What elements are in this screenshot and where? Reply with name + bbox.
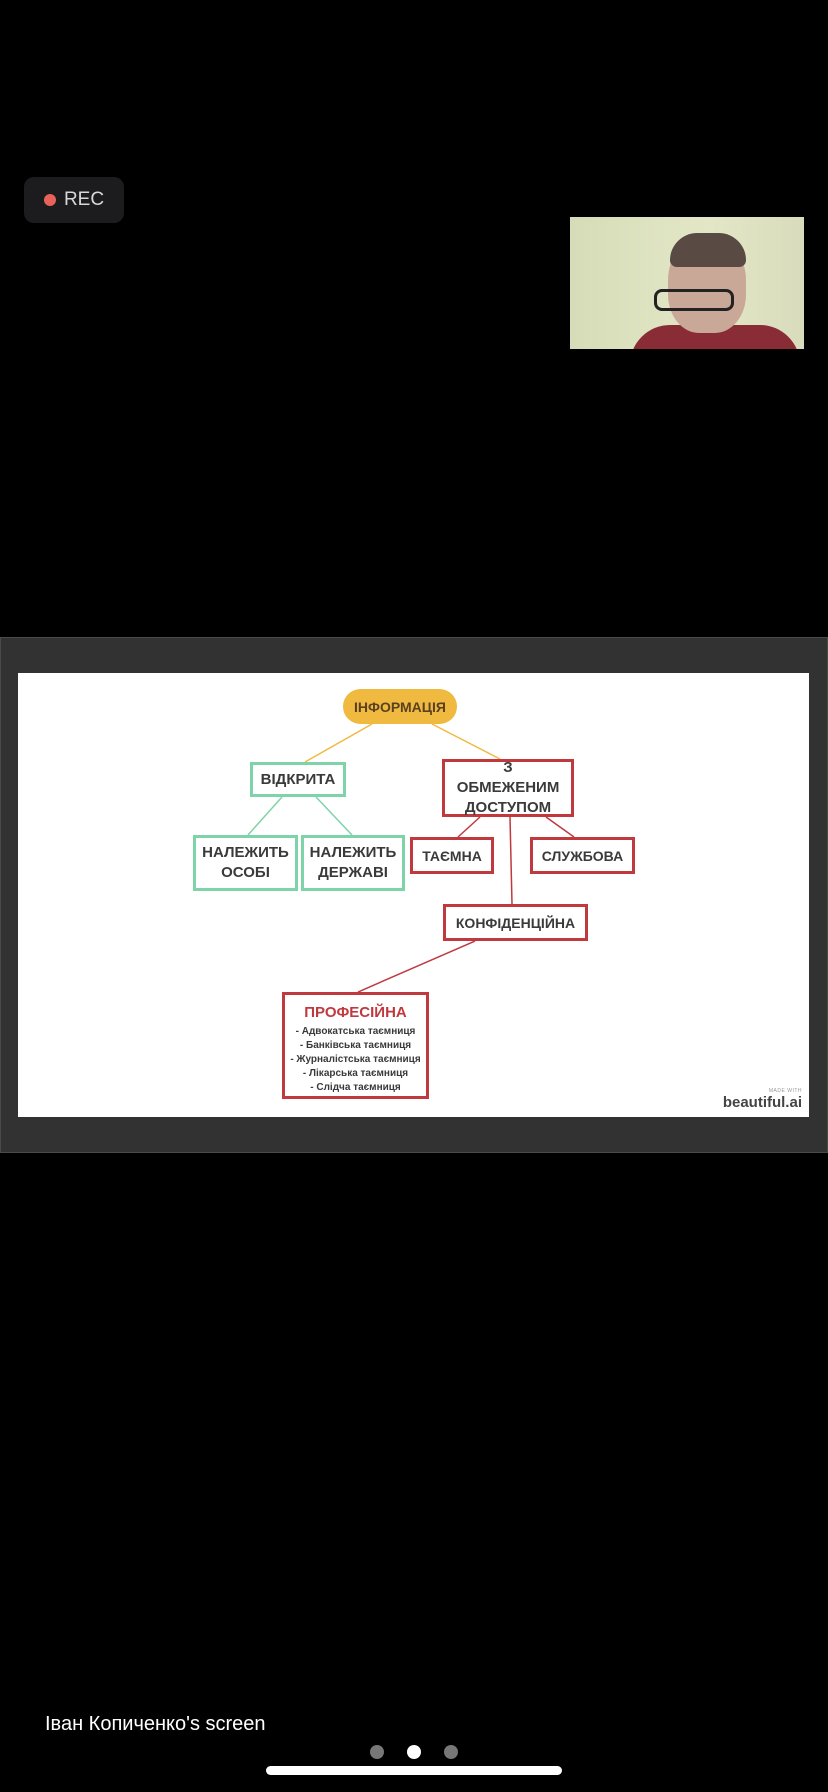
video-hair <box>670 233 746 267</box>
node-label: НАЛЕЖИТЬ ДЕРЖАВІ <box>309 844 397 881</box>
list-item: - Адвокатська таємниця <box>295 1026 416 1037</box>
video-glasses <box>654 289 734 311</box>
participant-video[interactable] <box>570 217 804 349</box>
node-title: ПРОФЕСІЙНА <box>304 1004 407 1021</box>
recording-label: REC <box>63 189 105 210</box>
node-label: З ОБМЕЖЕНИМ ДОСТУПОМ <box>456 759 560 816</box>
node-label: ВІДКРИТА <box>260 770 336 788</box>
node-open: ВІДКРИТА <box>250 762 346 797</box>
node-professional: ПРОФЕСІЙНА - Адвокатська таємниця - Банк… <box>282 992 429 1099</box>
record-dot-icon <box>43 194 56 206</box>
page-dot-active[interactable] <box>407 1745 421 1759</box>
node-belongs-state: НАЛЕЖИТЬ ДЕРЖАВІ <box>301 835 405 891</box>
node-confidential: КОНФІДЕНЦІЙНА <box>443 904 588 941</box>
list-item: - Лікарська таємниця <box>302 1068 409 1079</box>
node-information: ІНФОРМАЦІЯ <box>343 689 457 724</box>
page-indicator[interactable] <box>370 1745 458 1759</box>
node-restricted: З ОБМЕЖЕНИМ ДОСТУПОМ <box>442 759 574 817</box>
list-item: - Банківська таємниця <box>299 1040 412 1051</box>
list-item: - Слідча таємниця <box>310 1082 401 1093</box>
node-service: СЛУЖБОВА <box>530 837 635 874</box>
node-secret: ТАЄМНА <box>410 837 494 874</box>
node-label: ІНФОРМАЦІЯ <box>354 698 446 715</box>
node-label: СЛУЖБОВА <box>541 847 624 864</box>
screen-owner-label: Іван Копиченко's screen <box>45 1713 266 1735</box>
recording-indicator: REC <box>24 177 124 223</box>
brand-logo: MADE WITH beautiful.ai <box>720 1088 802 1111</box>
node-label: НАЛЕЖИТЬ ОСОБІ <box>202 844 289 881</box>
node-label: ТАЄМНА <box>422 847 482 864</box>
page-dot[interactable] <box>370 1745 384 1759</box>
page-dot[interactable] <box>444 1745 458 1759</box>
node-label: КОНФІДЕНЦІЙНА <box>455 914 576 931</box>
list-item: - Журналістська таємниця <box>290 1054 421 1065</box>
node-belongs-person: НАЛЕЖИТЬ ОСОБІ <box>193 835 298 891</box>
home-indicator[interactable] <box>266 1766 562 1775</box>
brand-made-with: MADE WITH <box>768 1088 802 1094</box>
brand-name: beautiful.ai <box>722 1094 802 1111</box>
